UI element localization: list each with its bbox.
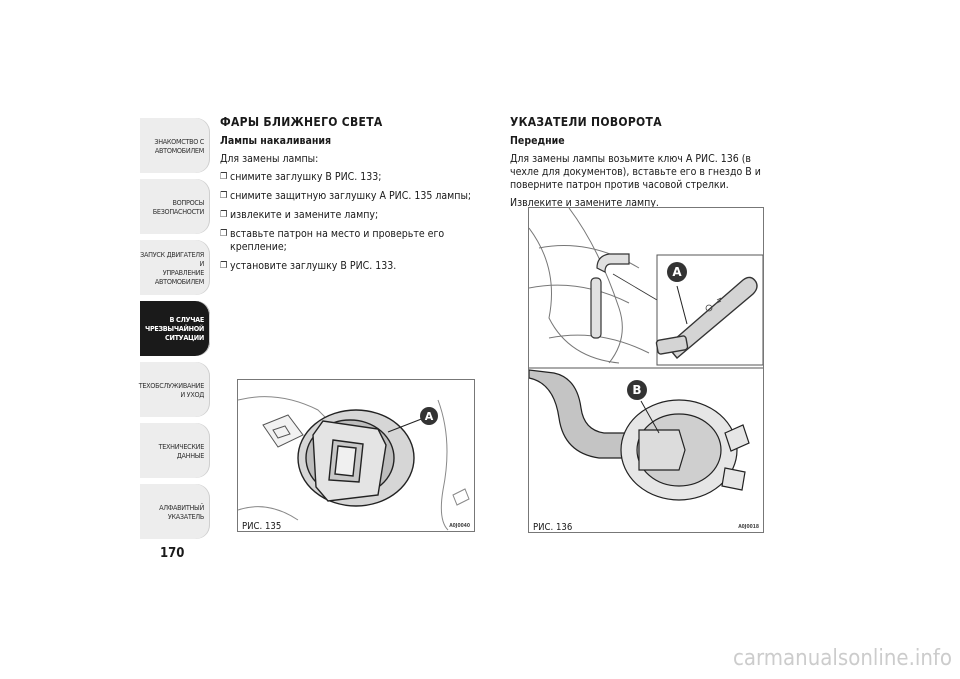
list-item: извлеките и замените лампу; xyxy=(220,209,485,222)
figure-136: A B РИС. 136 A0J0018 xyxy=(528,207,764,533)
list-item: снимите защитную заглушку A РИС. 135 лам… xyxy=(220,190,485,203)
figure-code: A0J0018 xyxy=(738,524,759,530)
tab-index[interactable]: АЛФАВИТНЫЙ УКАЗАТЕЛЬ xyxy=(140,484,210,539)
section-subtitle: Передние xyxy=(510,135,565,147)
figure-135: A РИС. 135 A0J0040 xyxy=(237,379,475,532)
paragraph: Извлеките и замените лампу. xyxy=(510,197,659,209)
tab-intro[interactable]: ЗНАКОМСТВО С АВТОМОБИЛЕМ xyxy=(140,118,210,173)
paragraph: Для замены лампы возьмите ключ A РИС. 13… xyxy=(510,153,761,191)
tab-maintenance[interactable]: ТЕХОБСЛУЖИВАНИЕ И УХОД xyxy=(139,362,210,417)
headlamp-cap-illustration: A xyxy=(238,396,470,531)
turn-signal-section: УКАЗАТЕЛИ ПОВОРОТА Передние Для замены л… xyxy=(510,116,775,215)
tab-technical[interactable]: ТЕХНИЧЕСКИЕ ДАННЫЕ xyxy=(140,423,210,478)
section-title: УКАЗАТЕЛИ ПОВОРОТА xyxy=(510,115,662,129)
low-beam-section: ФАРЫ БЛИЖНЕГО СВЕТА Лампы накаливания Дл… xyxy=(220,116,485,279)
page-number: 170 xyxy=(160,546,185,561)
list-item: снимите заглушку B РИС. 133; xyxy=(220,171,485,184)
callout-b: B xyxy=(632,383,641,397)
callout-a: A xyxy=(672,265,682,279)
tab-emergency[interactable]: В СЛУЧАЕ ЧРЕЗВЫЧАЙНОЙ СИТУАЦИИ xyxy=(140,301,210,356)
figure-caption: РИС. 135 xyxy=(242,521,282,532)
tab-safety[interactable]: ВОПРОСЫ БЕЗОПАСНОСТИ xyxy=(140,179,210,234)
callout-a: A xyxy=(425,410,434,423)
chapter-tabs: ЗНАКОМСТВО С АВТОМОБИЛЕМ ВОПРОСЫ БЕЗОПАС… xyxy=(139,118,210,545)
steps-list: снимите заглушку B РИС. 133; снимите защ… xyxy=(220,171,485,273)
watermark: carmanualsonline.info xyxy=(733,646,952,671)
list-item: вставьте патрон на место и проверьте его… xyxy=(220,228,485,254)
list-item: установите заглушку B РИС. 133. xyxy=(220,260,485,273)
section-subtitle: Лампы накаливания xyxy=(220,135,332,147)
intro-text: Для замены лампы: xyxy=(220,153,319,165)
figure-code: A0J0040 xyxy=(449,523,470,529)
tab-driving[interactable]: ЗАПУСК ДВИГАТЕЛЯ И УПРАВЛЕНИЕ АВТОМОБИЛЕ… xyxy=(140,240,210,295)
figure-caption: РИС. 136 xyxy=(533,522,573,533)
turn-signal-illustration: A B xyxy=(529,208,763,501)
section-title: ФАРЫ БЛИЖНЕГО СВЕТА xyxy=(220,115,383,129)
